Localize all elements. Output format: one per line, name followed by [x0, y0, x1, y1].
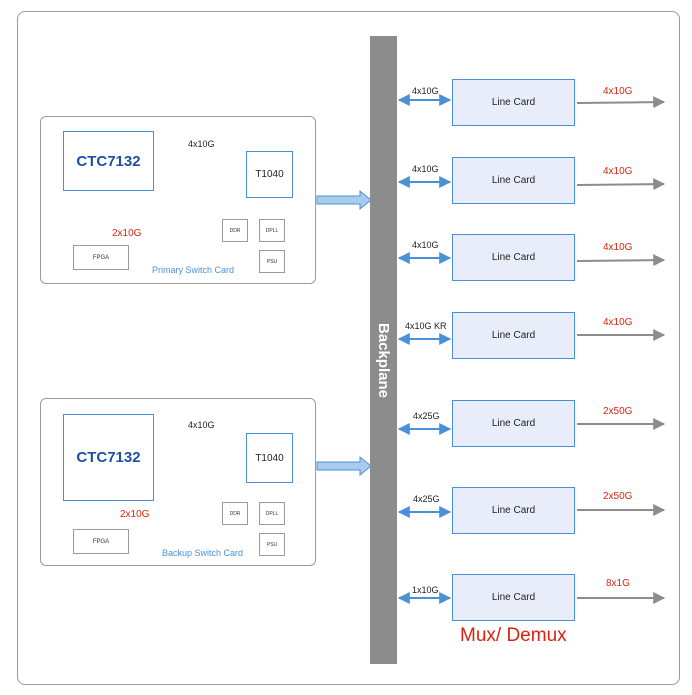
backplane-label: Backplane: [375, 322, 393, 398]
front-link-label: 4x10G: [603, 242, 633, 253]
front-link-label: 8x1G: [606, 578, 630, 589]
backplane-link-label: 4x10G: [412, 240, 439, 250]
backplane-link-label: 4x25G: [413, 411, 440, 421]
primary-dpll: DPLL: [259, 219, 285, 242]
backup-mgmt-chip: T1040: [246, 433, 293, 483]
line-card: Line Card: [452, 487, 575, 534]
primary-fpga-link-label: 2x10G: [112, 228, 142, 239]
primary-fpga: FPGA: [73, 245, 129, 270]
backup-ddr: DDR: [222, 502, 248, 525]
backup-fpga-link-label: 2x10G: [120, 509, 150, 520]
mux-demux-label: Mux/ Demux: [460, 625, 567, 646]
primary-mgmt-chip: T1040: [246, 151, 293, 198]
line-card: Line Card: [452, 157, 575, 204]
line-card: Line Card: [452, 234, 575, 281]
line-card: Line Card: [452, 574, 575, 621]
front-link-label: 2x50G: [603, 406, 633, 417]
backplane-link-arrows: [397, 94, 452, 604]
primary-psu: PSU: [259, 250, 285, 273]
front-link-label: 4x10G: [603, 317, 633, 328]
primary-card-name: Primary Switch Card: [152, 265, 235, 275]
backup-fpga: FPGA: [73, 529, 129, 554]
backup-card-name: Backup Switch Card: [162, 548, 244, 558]
switch-to-backplane-arrows: [316, 189, 372, 477]
backup-dpll: DPLL: [259, 502, 285, 525]
backplane-link-label: 4x10G: [412, 164, 439, 174]
primary-bus-label: 4x10G: [188, 139, 215, 149]
backup-psu: PSU: [259, 533, 285, 556]
front-link-label: 2x50G: [603, 491, 633, 502]
line-card: Line Card: [452, 312, 575, 359]
primary-ddr: DDR: [222, 219, 248, 242]
backup-bus-label: 4x10G: [188, 420, 215, 430]
front-link-label: 4x10G: [603, 86, 633, 97]
backup-cpu-chip: CTC7132: [63, 414, 154, 501]
line-card: Line Card: [452, 79, 575, 126]
backplane-link-label: 1x10G: [412, 585, 439, 595]
line-card: Line Card: [452, 400, 575, 447]
backplane-bar: [370, 36, 397, 664]
backplane-link-label: 4x10G KR: [405, 321, 447, 331]
backplane-link-label: 4x10G: [412, 86, 439, 96]
front-link-label: 4x10G: [603, 166, 633, 177]
backplane-link-label: 4x25G: [413, 494, 440, 504]
front-port-arrows: [576, 96, 666, 604]
primary-cpu-chip: CTC7132: [63, 131, 154, 191]
